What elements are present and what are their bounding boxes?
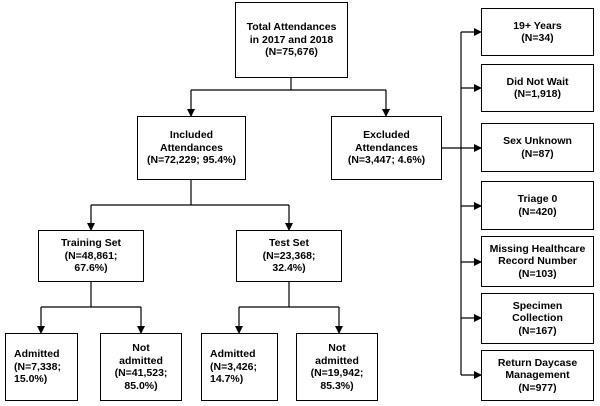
connector-training-to-split — [41, 282, 141, 308]
test-not-admitted-line-1: Not — [328, 342, 346, 354]
included-line-2: Attendances — [159, 141, 223, 154]
exclusion-sex-unknown-box: Sex Unknown (N=87) — [481, 123, 594, 172]
excluded-line-3: (N=3,447; 4.6%) — [347, 154, 426, 167]
test-admitted-line-3: 14.7%) — [210, 373, 244, 386]
total-line-1: Total Attendances — [246, 21, 337, 34]
exclusion-5-line-2: Record Number — [498, 255, 577, 268]
exclusion-4-line-1: Triage 0 — [517, 193, 558, 205]
total-line-2: in 2017 and 2018 — [249, 33, 334, 46]
total-attendances-box: Total Attendances in 2017 and 2018 (N=75… — [235, 2, 348, 78]
train-admitted-box: Admitted (N=7,338; 15.0%) — [5, 333, 78, 401]
included-attendances-box: Included Attendances (N=72,229; 95.4%) — [137, 116, 246, 180]
test-not-admitted-line-4: 85.3%) — [320, 379, 354, 392]
exclusion-1-line-1: 19+ Years — [513, 19, 562, 32]
exclusion-5-line-3: (N=103) — [518, 267, 557, 280]
test-not-admitted-box: Not admitted (N=19,942; 85.3%) — [296, 333, 378, 401]
exclusion-7-line-3: (N=977) — [518, 381, 557, 394]
exclusion-5-line-1: Missing Healthcare — [489, 242, 586, 255]
training-line-2: (N=48,861; — [64, 249, 118, 262]
train-admitted-line-2: (N=7,338; — [14, 360, 61, 373]
training-set-box: Training Set (N=48,861; 67.6%) — [38, 230, 144, 282]
connector-included-to-split — [91, 180, 289, 206]
test-not-admitted-line-2: admitted — [315, 354, 359, 367]
test-line-1: Test Set — [268, 237, 310, 250]
train-not-admitted-line-4: 85.0%) — [124, 379, 158, 392]
exclusion-6-line-2: Collection — [512, 312, 563, 325]
train-not-admitted-line-3: (N=41,523; — [114, 367, 168, 379]
exclusion-7-line-2: Management — [505, 369, 570, 382]
exclusion-3-line-2: (N=87) — [521, 147, 554, 160]
included-line-1: Included — [169, 129, 214, 142]
included-line-3: (N=72,229; 95.4%) — [146, 154, 236, 167]
test-admitted-line-1: Admitted — [210, 348, 256, 361]
excluded-attendances-box: Excluded Attendances (N=3,447; 4.6%) — [331, 116, 442, 180]
training-line-1: Training Set — [60, 237, 122, 250]
exclusion-19-plus-years-box: 19+ Years (N=34) — [481, 8, 594, 56]
train-not-admitted-line-2: admitted — [119, 354, 163, 367]
exclusion-6-line-3: (N=167) — [518, 324, 557, 337]
train-admitted-line-1: Admitted — [14, 348, 60, 361]
test-not-admitted-line-3: (N=19,942; — [310, 367, 364, 379]
exclusion-return-daycase-box: Return Daycase Management (N=977) — [481, 350, 594, 401]
exclusion-2-line-1: Did Not Wait — [506, 75, 569, 88]
exclusion-missing-record-number-box: Missing Healthcare Record Number (N=103) — [481, 236, 594, 287]
test-admitted-line-2: (N=3,426; — [210, 360, 257, 373]
total-line-3: (N=75,676) — [265, 46, 318, 59]
train-not-admitted-line-1: Not — [132, 342, 150, 354]
train-not-admitted-box: Not admitted (N=41,523; 85.0%) — [100, 333, 182, 401]
test-line-2: (N=23,368; — [262, 249, 316, 262]
connector-total-to-split — [191, 78, 386, 91]
exclusion-7-line-1: Return Daycase — [497, 356, 578, 369]
test-set-box: Test Set (N=23,368; 32.4%) — [236, 230, 342, 282]
test-line-3: 32.4%) — [272, 262, 306, 275]
exclusion-specimen-collection-box: Specimen Collection (N=167) — [481, 293, 594, 344]
connector-test-to-split — [239, 282, 339, 308]
exclusion-triage-0-box: Triage 0 (N=420) — [481, 181, 594, 230]
exclusion-1-line-2: (N=34) — [521, 32, 554, 44]
exclusion-2-line-2: (N=1,918) — [514, 88, 561, 100]
exclusion-3-line-1: Sex Unknown — [503, 135, 572, 147]
exclusion-4-line-2: (N=420) — [518, 205, 557, 218]
test-admitted-box: Admitted (N=3,426; 14.7%) — [201, 333, 278, 401]
train-admitted-line-3: 15.0%) — [14, 373, 48, 386]
excluded-line-1: Excluded — [363, 129, 410, 142]
training-line-3: 67.6%) — [74, 262, 108, 275]
excluded-line-2: Attendances — [354, 141, 418, 154]
exclusion-did-not-wait-box: Did Not Wait (N=1,918) — [481, 64, 594, 112]
exclusion-6-line-1: Specimen — [512, 299, 563, 312]
